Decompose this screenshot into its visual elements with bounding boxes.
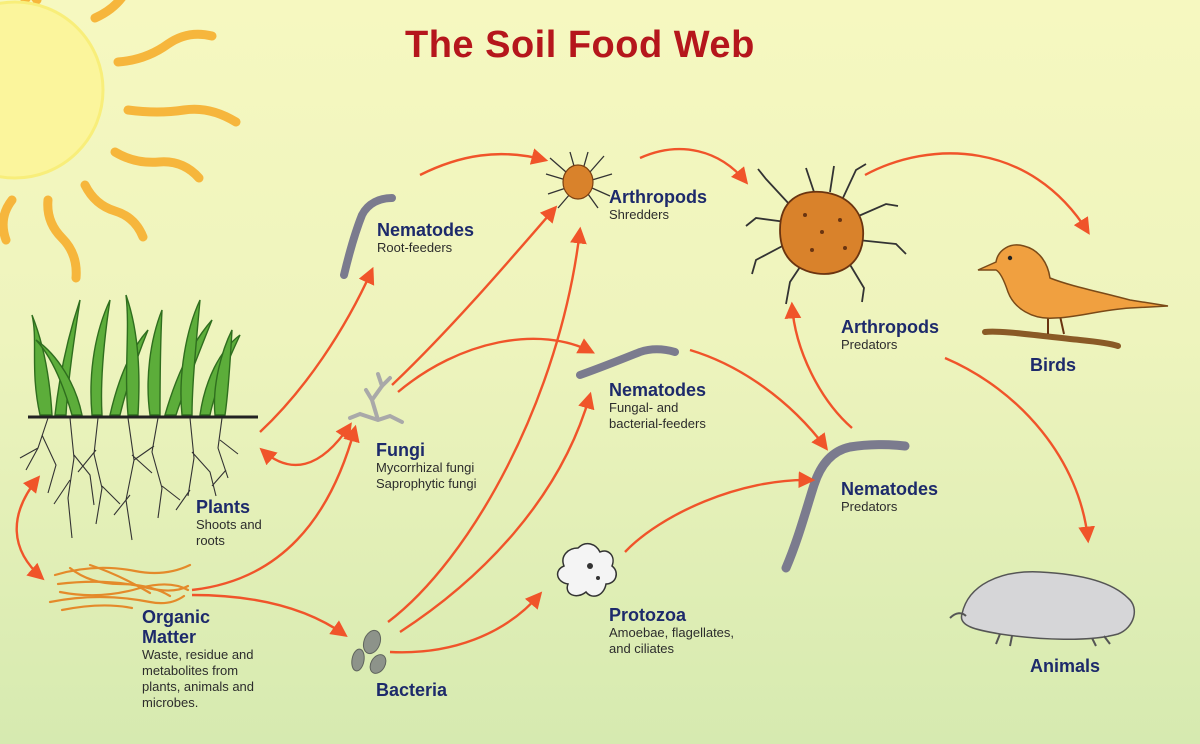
label-organic-matter: Organic Matter Waste, residue and metabo… [142,607,254,711]
arrow-fungi-to-shredders [391,205,558,386]
label-desc: microbes. [142,695,199,710]
label-name: Arthropods [841,317,939,337]
label-desc: Shoots and [196,517,262,532]
bird-icon [977,244,1169,349]
label-desc: plants, animals and [142,679,255,694]
arrow-predator-nematodes-to-predator-arthropods [784,301,853,429]
organic-matter-icon [48,563,192,612]
label-nematodes-fungal-bacterial-feeders: Nematodes Fungal- and bacterial-feeders [609,380,706,432]
label-desc: Waste, residue and [142,647,254,662]
label-birds: Birds [1030,355,1076,375]
nematode-icon [576,345,679,379]
label-desc: Fungal- and [609,400,679,415]
arrow-om-to-bacteria [191,593,348,637]
sun-icon [0,0,241,283]
label-desc: metabolites from [142,663,239,678]
label-name: Nematodes [377,220,475,240]
label-name: Matter [142,627,197,647]
label-fungi: Fungi Mycorrhizal fungi Saprophytic fung… [376,440,476,492]
label-desc: Predators [841,337,898,352]
arrow-om-to-fungi [191,424,360,592]
nematode-icon [340,194,396,279]
label-arthropods-predators: Arthropods Predators [841,317,939,353]
label-name: Organic [142,607,211,627]
label-name: Arthropods [609,187,707,207]
arrow-predator-arthropods-to-animals [944,356,1096,544]
label-desc: bacterial-feeders [609,416,706,431]
label-nematodes-root-feeders: Nematodes Root-feeders [377,220,474,256]
arrow-predator-arthropods-to-birds [864,152,1090,235]
label-name: Fungi [376,440,425,460]
label-desc: Mycorrhizal fungi [376,460,475,475]
label-nematodes-predators: Nematodes Predators [841,479,938,515]
label-name: Nematodes [609,380,707,400]
label-name: Birds [1030,355,1077,375]
label-name: Nematodes [841,479,939,499]
label-name: Animals [1030,656,1101,676]
fungi-icon [348,372,404,424]
nematode-icon [781,440,910,573]
label-desc: and ciliates [609,641,675,656]
arrow-shredders-to-predator-arthropods [639,147,749,185]
bacteria-icon [351,629,387,674]
mole-icon [949,571,1136,647]
label-desc: roots [196,533,225,548]
label-arthropods-shredders: Arthropods Shredders [609,187,707,223]
label-desc: Root-feeders [377,240,453,255]
label-desc: Amoebae, flagellates, [609,625,735,640]
arrow-plants-to-root-nematodes [259,266,375,433]
arrow-om-to-plants [15,475,45,581]
label-plants: Plants Shoots and roots [196,497,262,549]
feeding-arrows [15,147,1096,654]
protozoa-icon [556,542,617,597]
arrow-fungi-to-fungal-nematodes [397,337,595,393]
label-bacteria: Bacteria [376,680,447,700]
label-name: Bacteria [376,680,448,700]
label-desc: Saprophytic fungi [376,476,477,491]
label-name: Plants [196,497,251,517]
label-desc: Shredders [609,207,669,222]
arrow-plants-fungi [259,422,352,467]
mite-icon [545,151,613,209]
arrow-bacteria-to-fungal-nematodes [399,391,595,634]
page-title: The Soil Food Web [405,24,755,66]
plants-icon [19,294,258,541]
arrow-bacteria-to-shredders [387,226,587,623]
arrow-protozoa-to-predator-nematodes [624,471,816,553]
label-desc: Predators [841,499,898,514]
arrow-root-nematodes-to-shredders [419,148,549,177]
arrow-fungal-nematodes-to-predator-nematodes [689,348,829,451]
label-protozoa: Protozoa Amoebae, flagellates, and cilia… [609,605,734,657]
mite-icon [745,163,907,305]
label-animals: Animals [1030,656,1100,676]
arrow-bacteria-to-protozoa [389,591,543,654]
label-name: Protozoa [609,605,687,625]
